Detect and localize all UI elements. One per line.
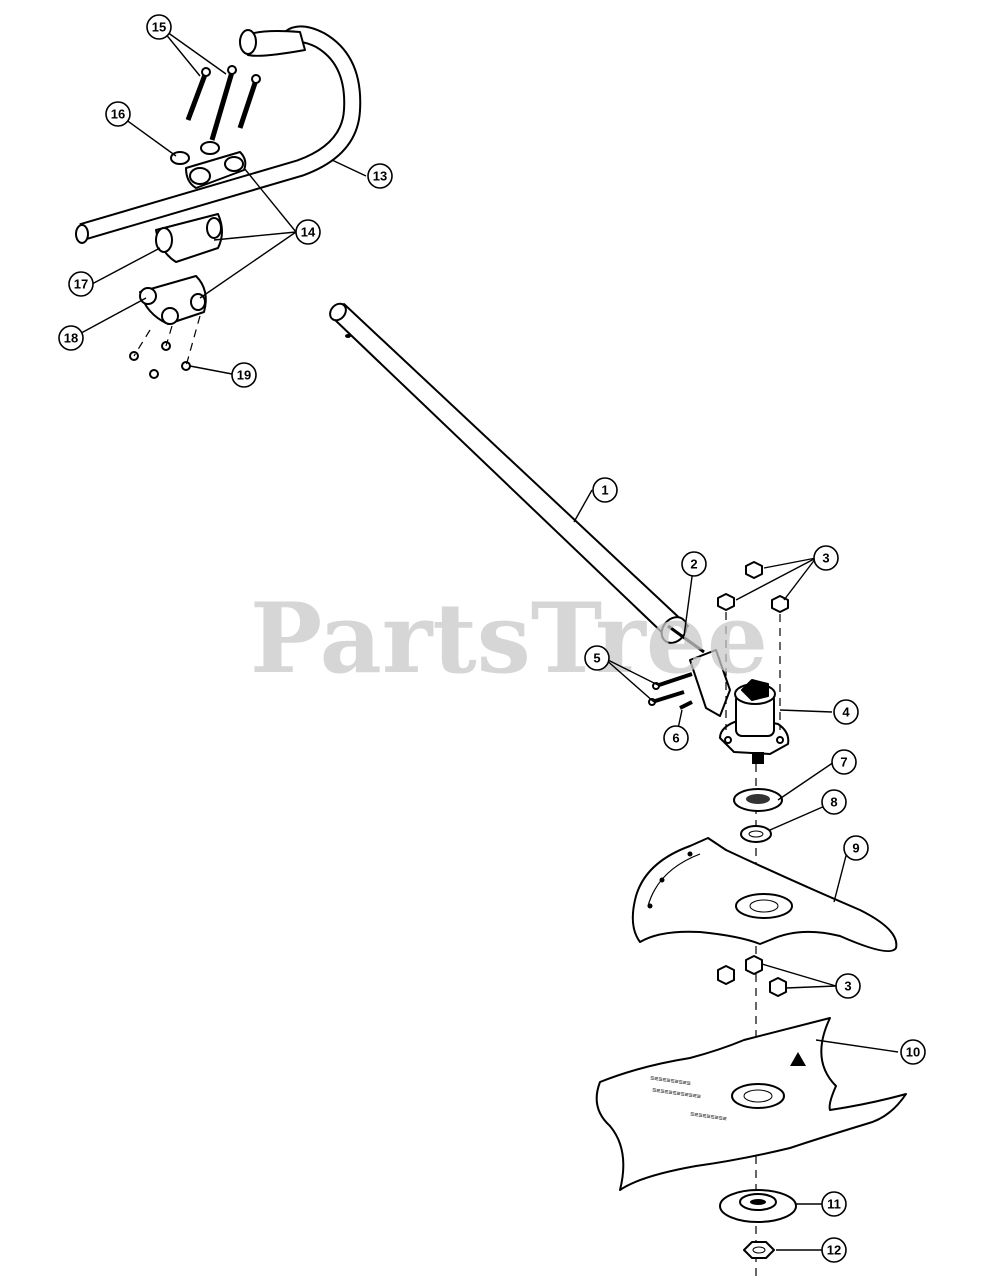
gear-head-part-4[interactable] [689, 649, 790, 764]
callout-13[interactable]: 13 [367, 163, 393, 189]
screws-part-15[interactable] [185, 65, 261, 141]
callout-14-label: 14 [301, 225, 316, 240]
callout-5-label: 5 [593, 651, 600, 666]
callout-6[interactable]: 6 [663, 725, 689, 751]
callout-8[interactable]: 8 [821, 789, 847, 815]
callout-15-label: 15 [152, 20, 166, 35]
callout-16[interactable]: 16 [105, 101, 131, 127]
callout-7-label: 7 [840, 755, 847, 770]
callout-5[interactable]: 5 [584, 645, 610, 671]
clamp-bottom-part-18[interactable] [139, 275, 207, 325]
callout-1[interactable]: 1 [592, 477, 618, 503]
bolts-part-3-lower[interactable] [717, 955, 787, 997]
saw-blade-part-10[interactable]: ≡≡≡≡≡≡≡≡≡≡ ≡≡≡≡≡≡≡≡≡≡≡≡ ≡≡≡≡≡≡≡≡≡ [595, 1017, 907, 1191]
callout-18-label: 18 [64, 331, 78, 346]
washer-part-8[interactable] [740, 825, 772, 843]
callout-10-label: 10 [906, 1045, 920, 1060]
callout-4[interactable]: 4 [833, 699, 859, 725]
callout-12-label: 12 [827, 1243, 841, 1258]
callout-3-upper[interactable]: 3 [813, 545, 839, 571]
callout-18[interactable]: 18 [58, 325, 84, 351]
callout-4-label: 4 [842, 705, 850, 720]
callout-14[interactable]: 14 [295, 219, 321, 245]
callout-10[interactable]: 10 [900, 1039, 926, 1065]
nut-part-12[interactable] [743, 1241, 775, 1259]
blade-guard-part-9[interactable] [631, 837, 898, 952]
callout-13-label: 13 [373, 169, 387, 184]
leader-lines [71, 26, 899, 1251]
flex-cable-part-2[interactable] [667, 624, 705, 654]
callout-19-label: 19 [237, 368, 251, 383]
clamp-middle-part-17[interactable] [155, 213, 223, 263]
callout-17[interactable]: 17 [68, 271, 94, 297]
callout-9-label: 9 [852, 841, 859, 856]
callout-2[interactable]: 2 [681, 551, 707, 577]
callout-9[interactable]: 9 [843, 835, 869, 861]
bearing-part-7[interactable] [733, 788, 783, 812]
nuts-part-19[interactable] [129, 341, 191, 379]
adapter-plate-part-11[interactable] [719, 1189, 797, 1223]
screw-part-6[interactable] [679, 700, 693, 710]
handle-bar-part-13[interactable] [75, 25, 362, 244]
callout-11-label: 11 [827, 1197, 841, 1212]
callout-8-label: 8 [830, 795, 837, 810]
callout-1-label: 1 [601, 483, 608, 498]
callout-3-upper-label: 3 [822, 551, 829, 566]
handle-assembly-centerlines [133, 315, 201, 367]
callout-6-label: 6 [672, 731, 679, 746]
callout-2-label: 2 [690, 557, 697, 572]
callout-12[interactable]: 12 [821, 1237, 847, 1263]
screws-part-5[interactable] [648, 672, 693, 706]
callout-19[interactable]: 19 [231, 362, 257, 388]
callout-15[interactable]: 15 [146, 14, 172, 40]
callout-16-label: 16 [111, 107, 125, 122]
callout-3-lower-label: 3 [844, 979, 851, 994]
callout-3-lower[interactable]: 3 [835, 973, 861, 999]
callout-7[interactable]: 7 [831, 749, 857, 775]
callout-11[interactable]: 11 [821, 1191, 847, 1217]
clamp-top-part-14[interactable] [185, 151, 247, 189]
callout-17-label: 17 [74, 277, 88, 292]
watermark-text: PartsTree [250, 582, 768, 695]
